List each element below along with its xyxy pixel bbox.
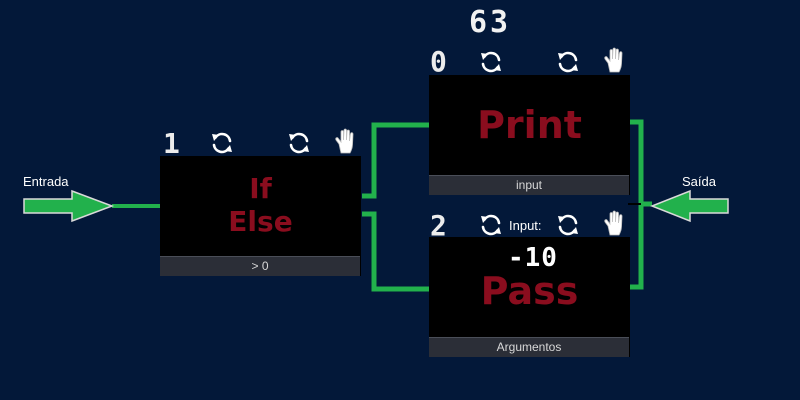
node-pass-input-label: Input: xyxy=(509,218,542,233)
wire-ifelse-to-print xyxy=(362,122,429,199)
node-ifelse-hand-icon[interactable] xyxy=(332,127,360,155)
node-pass[interactable]: -10 Pass Argumentos xyxy=(429,237,630,357)
saida-label: Saída xyxy=(682,174,716,189)
node-ifelse-argument[interactable]: > 0 xyxy=(160,256,360,276)
node-print-rotate-right-icon[interactable] xyxy=(554,48,582,76)
node-print-title: Print xyxy=(477,103,582,147)
node-pass-rotate-right-icon[interactable] xyxy=(554,211,582,239)
node-print-rotate-left-icon[interactable] xyxy=(477,48,505,76)
node-print-hand-icon[interactable] xyxy=(601,46,629,74)
score-counter: 63 xyxy=(468,5,512,40)
node-pass-input-value: -10 xyxy=(508,243,558,273)
node-pass-hand-icon[interactable] xyxy=(601,209,629,237)
wire-print-to-output xyxy=(630,119,652,207)
node-ifelse-rotate-right-icon[interactable] xyxy=(285,129,313,157)
entrada-label: Entrada xyxy=(23,174,69,189)
node-pass-rotate-left-icon[interactable] xyxy=(477,211,505,239)
node-ifelse-index: 1 xyxy=(163,127,180,160)
node-ifelse-rotate-left-icon[interactable] xyxy=(208,129,236,157)
saida-arrow-icon xyxy=(649,189,729,223)
node-print[interactable]: Print input xyxy=(429,75,630,195)
node-ifelse-title-line2: Else xyxy=(228,205,293,238)
node-print-argument[interactable]: input xyxy=(429,175,629,195)
node-pass-title: Pass xyxy=(480,269,579,313)
entrada-arrow-icon xyxy=(23,189,115,223)
node-print-index: 0 xyxy=(430,45,447,78)
node-ifelse[interactable]: If Else > 0 xyxy=(160,156,361,276)
wire-pass-to-output xyxy=(630,204,644,290)
node-pass-argument[interactable]: Argumentos xyxy=(429,337,629,357)
node-pass-index: 2 xyxy=(430,209,447,242)
wire-ifelse-to-pass xyxy=(362,211,429,292)
node-ifelse-title-line1: If xyxy=(249,172,272,205)
